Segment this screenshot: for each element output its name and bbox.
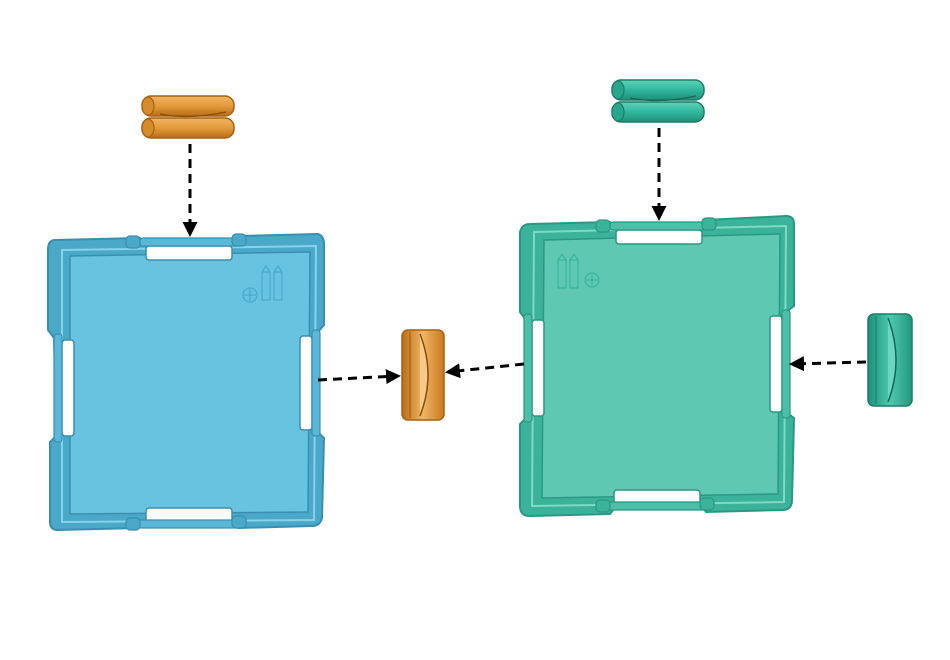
orange-double-tube-connector <box>142 96 234 138</box>
green-panel <box>520 216 794 516</box>
blue-panel <box>48 234 324 530</box>
orange-tube-connector <box>402 330 444 420</box>
arrow-left-panel-to-connector <box>318 376 398 380</box>
teal-tube-connector <box>868 314 912 406</box>
arrow-right-connector-to-panel <box>792 362 866 364</box>
teal-double-tube-connector <box>612 80 704 122</box>
arrow-right-panel-to-connector <box>448 364 524 372</box>
